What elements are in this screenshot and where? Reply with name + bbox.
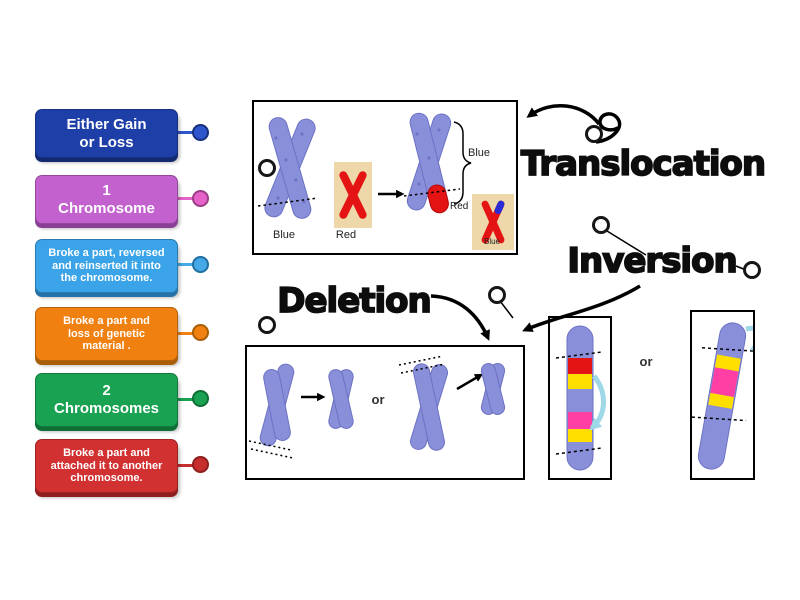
card-connector — [176, 263, 194, 266]
blue-chromosome-left — [264, 117, 316, 219]
deletion-arrow — [430, 294, 490, 341]
answer-card-label: 1 Chromosome — [58, 181, 155, 217]
card-connector — [176, 464, 194, 467]
brace-icon — [453, 121, 472, 205]
or-text-bottom-box: or — [371, 392, 385, 407]
translocation-arrow — [526, 103, 601, 126]
card-connector — [176, 197, 194, 200]
chromosome-before-1 — [259, 363, 295, 447]
answer-card-label: 2 Chromosomes — [53, 382, 160, 417]
cut-lines-dashed — [555, 351, 603, 455]
answer-card-2-chromosomes[interactable]: 2 Chromosomes — [35, 373, 178, 427]
card-anchor-dot[interactable] — [192, 456, 209, 473]
answer-card-translocation-description[interactable]: Broke a part and attached it to another … — [35, 439, 178, 493]
card-connector — [176, 332, 194, 335]
answer-card-label: Broke a part, reversed and reinserted it… — [48, 246, 165, 285]
translocation-diagram-box — [252, 100, 518, 255]
translocation-diagram — [257, 112, 514, 250]
or-text-panels: or — [639, 354, 653, 369]
cut-lines-dashed — [248, 440, 294, 459]
side-label-blue: Blue — [468, 147, 491, 159]
inversion-panel-1 — [548, 316, 612, 480]
drop-target-middle[interactable] — [488, 286, 506, 304]
chromosome-before-2 — [409, 363, 449, 451]
card-connector — [176, 398, 194, 401]
inversion-diagram-2 — [691, 322, 765, 470]
inversion-panel-2 — [690, 310, 765, 480]
cut-line-dashed — [257, 197, 319, 207]
card-connector — [176, 131, 194, 134]
red-chromosome — [339, 171, 367, 219]
answer-card-either-gain-or-loss[interactable]: Either Gain or Loss — [35, 109, 178, 158]
red-chromosome-with-blue-tip — [481, 200, 505, 244]
card-anchor-dot[interactable] — [192, 324, 209, 341]
deletion-diagram — [248, 355, 506, 459]
chromosome-after-2 — [480, 363, 506, 415]
drop-target-translocation[interactable] — [585, 125, 603, 143]
term-label-deletion: Deletion — [276, 280, 432, 322]
side-label-red: Red — [450, 201, 469, 212]
answer-card-label: Broke a part and loss of genetic materia… — [63, 314, 150, 353]
answer-card-1-chromosome[interactable]: 1 Chromosome — [35, 175, 178, 224]
drop-target-inversion-right[interactable] — [743, 261, 761, 279]
answer-card-inversion-description[interactable]: Broke a part, reversed and reinserted it… — [35, 239, 178, 293]
product-caption-blue: Blue — [483, 237, 500, 246]
card-anchor-dot[interactable] — [192, 190, 209, 207]
caption-blue: Blue — [272, 229, 296, 241]
flip-arrow-icon — [589, 374, 606, 431]
arrow-upright-icon — [456, 373, 484, 391]
drop-target-inversion-top[interactable] — [592, 216, 610, 234]
card-anchor-dot[interactable] — [192, 256, 209, 273]
cut-line-dashed — [403, 188, 461, 197]
blue-chromosome-with-red-tip — [406, 112, 452, 214]
caption-red: Red — [335, 229, 357, 241]
card-anchor-dot[interactable] — [192, 124, 209, 141]
inversion-diagram-1 — [555, 325, 606, 471]
deletion-diagram-box — [245, 345, 525, 480]
answer-card-label: Either Gain or Loss — [66, 115, 147, 151]
pointer-line-middle — [499, 300, 514, 319]
term-label-translocation: Translocation — [520, 143, 767, 185]
drop-target-top-box[interactable] — [258, 159, 276, 177]
answer-card-deletion-description[interactable]: Broke a part and loss of genetic materia… — [35, 307, 178, 361]
card-anchor-dot[interactable] — [192, 390, 209, 407]
chromosome-after-1 — [328, 369, 354, 429]
drop-target-deletion[interactable] — [258, 316, 276, 334]
answer-card-label: Broke a part and attached it to another … — [50, 446, 163, 485]
term-label-inversion: Inversion — [566, 240, 738, 282]
